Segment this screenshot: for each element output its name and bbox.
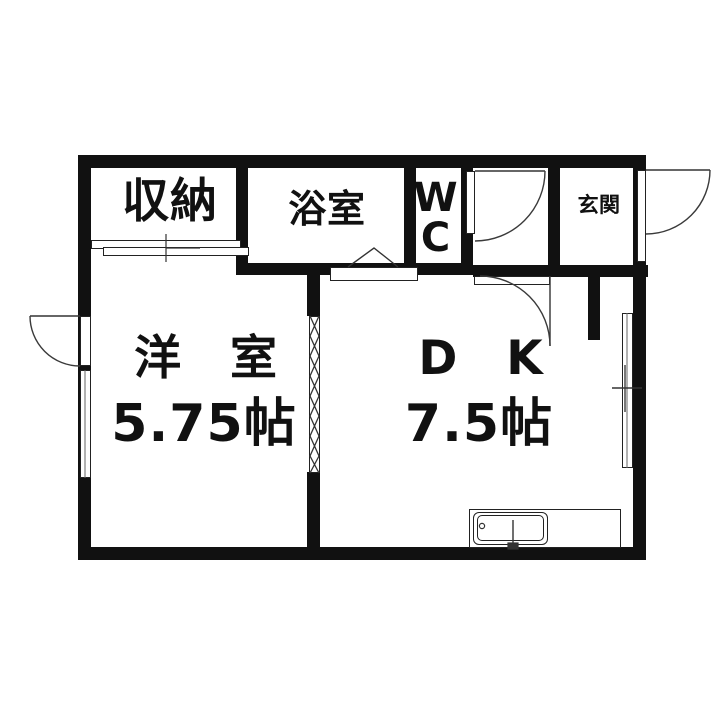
western-accordion-door[interactable] (309, 316, 320, 473)
bath-folding-door-panel[interactable] (330, 267, 418, 281)
wall-exterior-top (78, 155, 646, 168)
room-label-closet: 収納 (122, 174, 218, 229)
room-label-entrance: 玄関 (577, 193, 621, 217)
room-label-western-name: 洋 室 (134, 331, 278, 386)
wall-closet-bathroom (236, 155, 248, 263)
wall-wc-bottom (404, 263, 473, 275)
wall-hall-entrance (548, 155, 560, 265)
wall-corridor-stub (307, 263, 320, 275)
room-label-dk-area: 7.5帖 (404, 394, 554, 454)
kitchen-sink-basin-inner (477, 515, 544, 541)
room-label-toilet-c: C (420, 215, 452, 261)
wall-entrance-bottom (473, 265, 648, 277)
western-window[interactable] (80, 370, 91, 478)
room-label-toilet-w: W (413, 175, 459, 221)
wall-exterior-bottom (78, 547, 646, 560)
wall-entrance-dk (588, 265, 600, 340)
wall-western-dk-lower (307, 472, 320, 560)
closet-sliding-door-panel-front[interactable] (103, 247, 249, 256)
wall-western-dk-upper (307, 263, 320, 316)
entrance-hinged-door-leaf[interactable] (637, 170, 646, 262)
wall-bathroom-wc (404, 155, 416, 275)
dk-window[interactable] (622, 313, 633, 468)
room-label-bathroom: 浴室 (288, 187, 366, 231)
room-label-western-area: 5.75帖 (111, 394, 297, 454)
wc-hinged-door-leaf[interactable] (466, 171, 475, 234)
western-entry-door-leaf[interactable] (80, 316, 91, 366)
room-label-dk-name: D K (418, 331, 544, 386)
hall-hinged-door-leaf[interactable] (474, 276, 550, 285)
